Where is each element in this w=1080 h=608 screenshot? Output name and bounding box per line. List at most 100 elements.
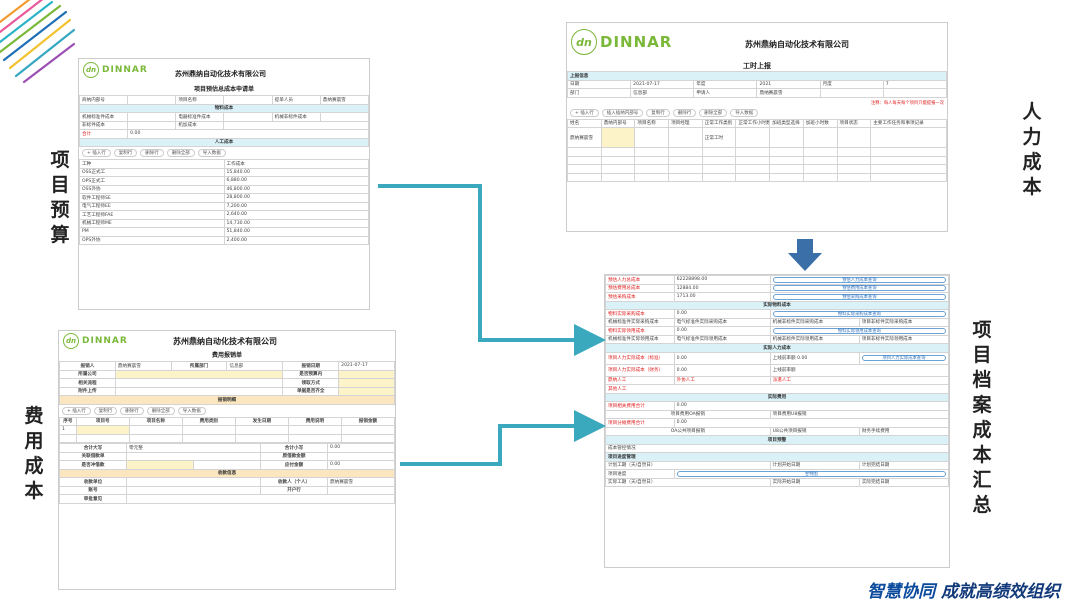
loan-amount-field[interactable] — [327, 451, 395, 461]
actual-material-title: 实际物料成本 — [605, 300, 949, 310]
input-cell[interactable] — [223, 95, 273, 105]
company-logo: dn DINNAR — [571, 29, 672, 55]
copy-row-button[interactable]: 复制行 — [113, 149, 138, 157]
estimated-fee-query-button[interactable]: 预估费用成本查询 — [772, 285, 946, 292]
input-cell[interactable] — [769, 127, 804, 148]
insert-row-button[interactable]: + 插入行 — [570, 108, 599, 117]
in-budget-select[interactable] — [338, 369, 395, 379]
date-field[interactable]: 2021-07-17 — [630, 79, 695, 89]
slogan-part2: 成就高绩效组织 — [941, 582, 1060, 602]
input-cell[interactable] — [668, 127, 703, 148]
payee-unit-field[interactable] — [126, 477, 261, 487]
field-value[interactable]: 信息部 — [226, 361, 284, 371]
input-cell[interactable] — [319, 112, 369, 122]
input-cell[interactable] — [802, 127, 838, 148]
insert-internal-no-button[interactable]: 插入插纳内部号 — [601, 108, 644, 117]
cell[interactable]: 正常工时 — [701, 127, 737, 148]
insert-row-button[interactable]: + 插入行 — [82, 149, 111, 157]
input-cell[interactable] — [234, 425, 289, 435]
import-data-button[interactable]: 导入数据 — [197, 149, 226, 157]
input-cell[interactable] — [634, 127, 670, 148]
related-flow-field[interactable] — [114, 378, 284, 388]
delete-all-button[interactable]: 删除全部 — [146, 406, 175, 415]
approval-field[interactable] — [126, 494, 395, 504]
field-label: 应付金额 — [260, 460, 328, 470]
input-cell[interactable] — [340, 425, 395, 435]
input-cell[interactable] — [223, 120, 369, 130]
input-cell[interactable] — [870, 127, 947, 148]
budget-vertical-title: 项目预算 — [50, 149, 70, 246]
delete-row-button[interactable]: 删除行 — [120, 406, 144, 415]
cell: 机械工程师ME — [79, 218, 225, 228]
field-label: 项目人力实际成本（标准） — [605, 351, 675, 365]
report-section-title: 上报信息 — [567, 71, 947, 81]
company-select[interactable] — [114, 369, 284, 379]
input-cell[interactable] — [836, 127, 872, 148]
delete-row-button[interactable]: 删除行 — [672, 108, 697, 117]
copy-row-button[interactable]: 复制行 — [93, 406, 118, 415]
field-label: 原借款金额 — [260, 451, 328, 461]
bank-field[interactable] — [327, 485, 395, 495]
loan-field[interactable] — [126, 451, 261, 461]
offset-select[interactable] — [126, 460, 194, 470]
input-cell[interactable] — [75, 425, 130, 435]
insert-row-button[interactable]: + 插入行 — [62, 406, 91, 415]
material-usage-query-button[interactable]: 物料实际领用成本查询 — [772, 327, 946, 334]
input-cell[interactable] — [127, 120, 177, 130]
delete-all-button[interactable]: 删除全部 — [166, 149, 195, 157]
estimated-purchase-query-button[interactable]: 预估采购成本查询 — [772, 293, 946, 300]
table-row[interactable]: 1 — [59, 425, 395, 435]
material-purchase-query-button[interactable]: 物料实际采购成本查询 — [772, 310, 946, 317]
copy-row-button[interactable]: 复制行 — [646, 108, 670, 117]
attachment-upload-field[interactable] — [114, 386, 284, 396]
input-cell[interactable] — [600, 127, 636, 148]
progress-section-title: 项目进度管理 — [605, 452, 949, 462]
gantt-chart-button[interactable]: 甘特图 — [676, 470, 946, 477]
field-label: 物料实际领用成本 — [605, 326, 675, 336]
cell: OPS外协 — [79, 235, 225, 245]
input-cell[interactable] — [287, 425, 342, 435]
input-cell[interactable] — [223, 112, 273, 122]
field-label: 项目相关费用合计 — [605, 401, 675, 411]
cell: 项目非标件实际领用成本 — [858, 334, 949, 344]
budget-toolbar: + 插入行 复制行 删除行 删除全部 导入数据 — [79, 147, 369, 159]
table-row[interactable] — [59, 433, 395, 443]
input-cell[interactable] — [127, 95, 177, 105]
import-data-button[interactable]: 导入数据 — [730, 108, 759, 117]
company-name: 苏州鼎纳自动化技术有限公司 — [745, 40, 849, 49]
cell: 实际完结日期 — [858, 477, 949, 487]
input-cell[interactable] — [193, 460, 261, 470]
import-data-button[interactable]: 导入数据 — [177, 406, 206, 415]
input-cell[interactable] — [127, 112, 177, 122]
field-value[interactable]: 鼎纳赛晨雪 — [756, 88, 821, 98]
input-cell[interactable] — [735, 127, 771, 148]
field-value: 信息部 — [630, 88, 695, 98]
field-label: 部门 — [567, 88, 632, 98]
column-header: 项目状态 — [836, 118, 872, 128]
collect-method-select[interactable] — [338, 378, 395, 388]
field-label: 领取方式 — [282, 378, 340, 388]
field-label: 项目进度 — [605, 469, 675, 479]
docs-complete-select[interactable] — [338, 386, 395, 396]
input-cell[interactable] — [181, 425, 236, 435]
field-value[interactable]: 鼎纳赛晨雪 — [327, 477, 395, 487]
account-field[interactable] — [126, 485, 261, 495]
estimated-labor-query-button[interactable]: 预估人力成本查询 — [772, 276, 946, 283]
date-field[interactable]: 2021-07-17 — [338, 361, 395, 371]
table-row[interactable]: 鼎纳赛晨雪 正常工时 — [567, 127, 947, 148]
delete-row-button[interactable]: 删除行 — [140, 149, 164, 157]
cell: 电气标准件实际采购成本 — [673, 317, 771, 327]
delete-all-button[interactable]: 删除全部 — [699, 108, 728, 117]
field-value[interactable]: 鼎纳赛晨雪 — [114, 361, 172, 371]
labor-actual-query-button[interactable]: 项目人力实际成本查询 — [861, 355, 946, 361]
input-cell[interactable] — [128, 425, 183, 435]
